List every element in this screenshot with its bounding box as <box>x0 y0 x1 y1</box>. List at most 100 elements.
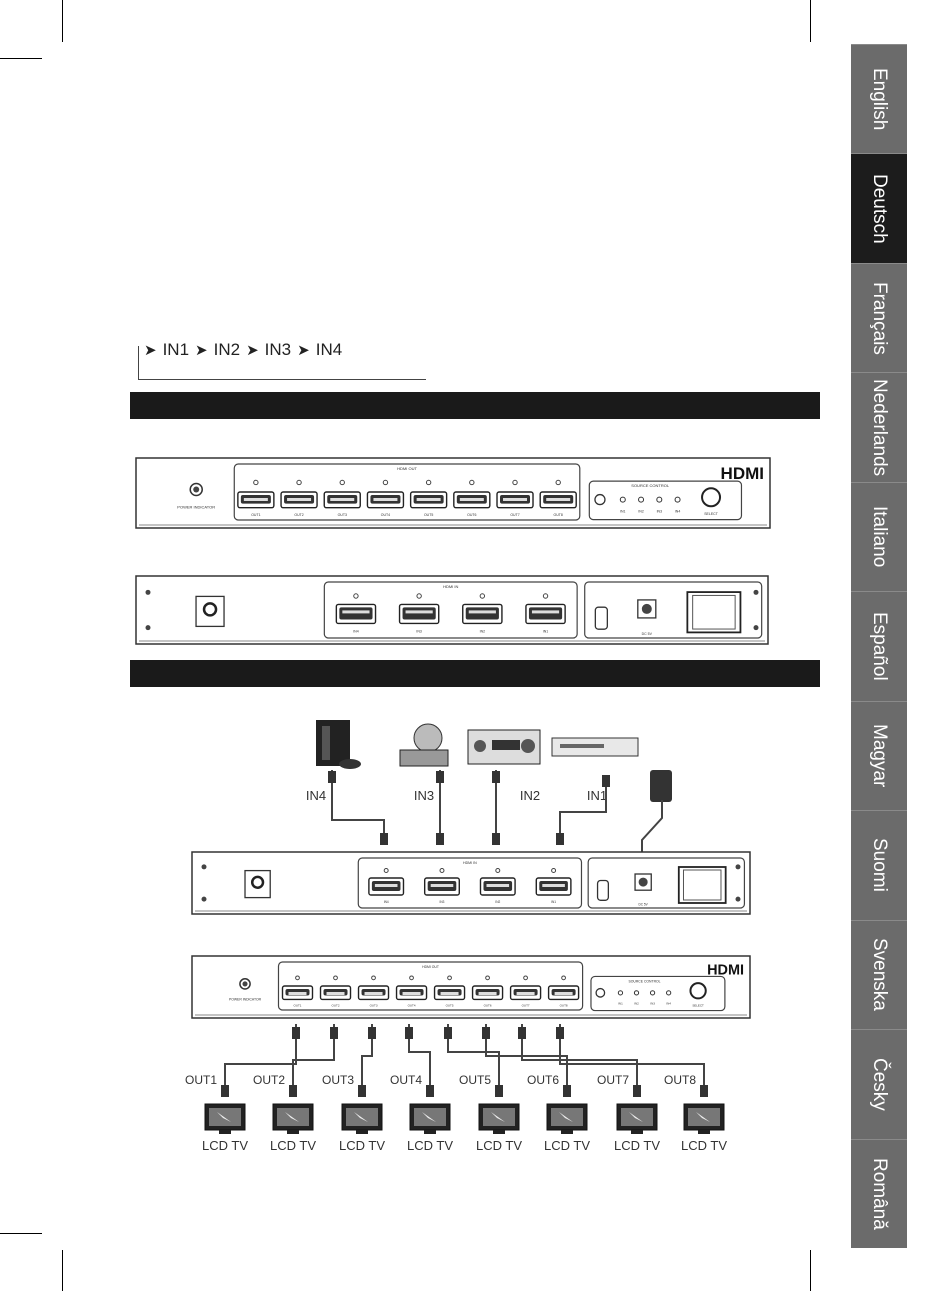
out-led <box>555 479 561 486</box>
input-led-label: IN2 <box>634 1001 639 1005</box>
lcd-tv-glare <box>696 1112 710 1122</box>
language-tab-4[interactable]: Italiano <box>851 481 907 591</box>
hdmi-in-port-pins <box>531 610 560 614</box>
lcd-tv-screen <box>688 1108 720 1126</box>
hdmi-in-port-pins <box>405 610 433 614</box>
input-led <box>666 990 672 996</box>
lcd-tv-label: LCD TV <box>270 1138 316 1153</box>
language-tab-6[interactable]: Magyar <box>851 700 907 810</box>
hdmi-plug-icon <box>292 1027 300 1039</box>
in-led <box>439 868 445 873</box>
section-bar <box>130 392 820 419</box>
lcd-tv-screen <box>346 1108 378 1126</box>
hdmi-out-port-pins <box>364 992 383 995</box>
output-label: OUT6 <box>527 1073 559 1087</box>
language-tab-label: Français <box>869 281 890 355</box>
dc-jack-socket <box>638 877 648 887</box>
out-led <box>447 975 452 981</box>
ir-sensor-icon <box>594 493 606 506</box>
language-tab-8[interactable]: Svenska <box>851 919 907 1029</box>
hdmi-plug-icon <box>328 771 336 783</box>
dvd-player-tray <box>560 744 604 748</box>
hdmi-plug-icon <box>426 1085 434 1097</box>
language-tab-7[interactable]: Suomi <box>851 810 907 919</box>
in-port-label: IN2 <box>480 629 486 633</box>
hdmi-cable <box>521 1024 638 1092</box>
hdmi-plug-icon <box>633 1085 641 1097</box>
output-label: OUT1 <box>185 1073 217 1087</box>
out-port-label: OUT2 <box>294 513 303 517</box>
hdmi-logo: HDMI <box>721 464 764 483</box>
power-adapter-icon <box>650 770 672 802</box>
fuse-icon <box>596 879 610 901</box>
input-led <box>656 496 663 503</box>
dc-label: DC 5V <box>639 903 649 907</box>
in-led <box>416 593 422 599</box>
language-tab-label: Suomi <box>869 838 890 893</box>
hdmi-out-label: HDMI OUT <box>397 466 417 471</box>
hdmi-plug-icon <box>405 1027 413 1039</box>
out-port-label: OUT4 <box>381 513 390 517</box>
lcd-tv-label: LCD TV <box>407 1138 453 1153</box>
language-tab-label: Română <box>869 1157 890 1230</box>
front-panel <box>191 955 751 1019</box>
hdmi-in-port-socket <box>339 607 373 620</box>
hdmi-out-port-pins <box>416 498 441 501</box>
hdmi-plug-icon <box>330 1027 338 1039</box>
hdmi-in-port-pins <box>468 610 496 614</box>
hdmi-plug-icon <box>492 833 500 845</box>
screw-icon <box>201 896 207 902</box>
satellite-receiver-icon <box>399 749 449 767</box>
in-port-label: IN1 <box>543 629 549 633</box>
language-tab-3[interactable]: Nederlands <box>851 372 907 481</box>
game-controller-icon <box>339 759 361 769</box>
out-port-label: OUT3 <box>338 513 347 517</box>
input-label: IN4 <box>306 788 326 803</box>
input-led <box>649 990 656 996</box>
av-receiver-knob <box>474 740 486 752</box>
dc-label: DC 5V <box>642 632 653 636</box>
out-led <box>485 975 490 981</box>
language-tab-10[interactable]: Română <box>851 1138 907 1248</box>
hdmi-cable <box>559 780 607 840</box>
power-indicator-led <box>193 486 200 493</box>
out-port-label: OUT5 <box>424 513 433 517</box>
arrow-icon: ➤ <box>246 342 259 359</box>
out-led <box>512 479 518 486</box>
language-tab-2[interactable]: Français <box>851 262 907 372</box>
language-tab-5[interactable]: Español <box>851 591 907 700</box>
out-led <box>469 479 475 486</box>
language-tab-0[interactable]: English <box>851 44 907 153</box>
hdmi-cable <box>331 770 385 840</box>
hdmi-out-port-pins <box>503 498 528 501</box>
power-indicator-led <box>242 981 248 987</box>
select-button-icon <box>701 487 722 508</box>
hdmi-plug-icon <box>556 833 564 845</box>
input-led-label: IN3 <box>650 1001 655 1005</box>
rear-panel <box>135 575 769 645</box>
language-tab-label: Nederlands <box>869 379 890 477</box>
hdmi-cable <box>292 1024 335 1092</box>
lcd-tv-glare <box>629 1112 643 1122</box>
lcd-tv-stand <box>631 1130 643 1134</box>
input-led-label: IN4 <box>675 510 681 514</box>
in-led <box>542 593 549 599</box>
language-tab-9[interactable]: Česky <box>851 1029 907 1138</box>
hdmi-out-port-pins <box>287 498 312 501</box>
out-led <box>371 975 376 981</box>
in-port-label: IN3 <box>440 900 445 904</box>
lcd-tv-screen <box>551 1108 583 1126</box>
lcd-tv-glare <box>559 1112 573 1122</box>
lcd-tv-stand <box>287 1130 299 1134</box>
screw-icon <box>145 589 151 595</box>
arrow-icon: ➤ <box>195 342 208 359</box>
language-tab-1[interactable]: Deutsch <box>851 153 907 263</box>
rear-panel <box>191 851 751 915</box>
lcd-tv-glare <box>491 1112 505 1122</box>
power-switch-rocker <box>692 594 736 630</box>
power-switch-rocker <box>682 869 722 901</box>
out-led <box>296 479 302 486</box>
hdmi-plug-icon <box>436 771 444 783</box>
lcd-tv-glare <box>354 1112 368 1122</box>
